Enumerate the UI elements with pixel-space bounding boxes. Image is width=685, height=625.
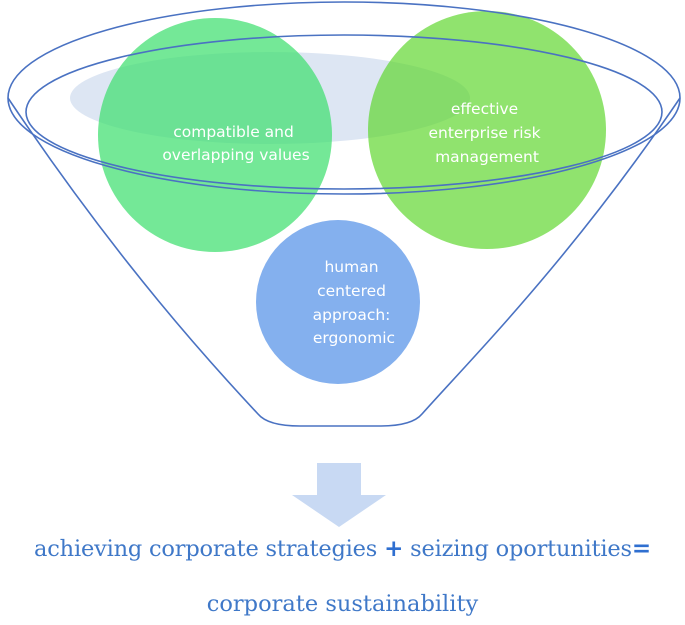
- down-arrow-icon: [292, 463, 386, 527]
- circle-risk-label: effective enterprise risk management: [428, 100, 545, 166]
- circle-ergonomic-label: human centered approach: ergonomic: [313, 258, 396, 347]
- circle-values-label: compatible and overlapping values: [162, 123, 309, 164]
- circle-values-label-line: overlapping values: [162, 146, 309, 164]
- circle-ergonomic-label-line: centered: [317, 282, 386, 300]
- funnel-body-outline: [7, 97, 681, 427]
- circle-ergonomic-label-line: approach:: [313, 306, 391, 324]
- equals-sign: =: [631, 536, 651, 562]
- circle-risk-label-line: enterprise risk: [428, 124, 540, 142]
- circle-values-label-line: compatible and: [173, 123, 294, 141]
- funnel-rim-inner: [25, 34, 663, 190]
- circle-ergonomic-label-line: human: [324, 258, 378, 276]
- caption-part1: achieving corporate strategies: [34, 536, 378, 562]
- circle-ergonomic: [256, 220, 420, 384]
- caption-part2: seizing oportunities: [410, 536, 632, 562]
- circle-risk-label-line: effective: [451, 100, 518, 118]
- caption-result: corporate sustainability: [206, 591, 479, 617]
- circle-values: [98, 18, 332, 252]
- plus-sign: +: [384, 536, 404, 562]
- circle-risk-label-line: management: [435, 148, 539, 166]
- caption-formula: achieving corporate strategies + seizing…: [0, 536, 685, 562]
- circle-risk: [368, 11, 606, 249]
- circle-ergonomic-label-line: ergonomic: [313, 329, 395, 347]
- funnel-rim-outer: [7, 1, 681, 195]
